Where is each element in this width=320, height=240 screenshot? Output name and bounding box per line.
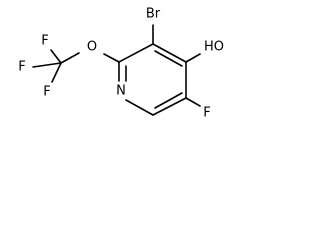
atom-fluorine-left: F bbox=[18, 60, 25, 75]
chemical-structure: Br HO F N O F F F bbox=[18, 7, 224, 121]
bond-c4-oh bbox=[185, 53, 201, 63]
bond-c3-c4-double bbox=[154, 50, 183, 67]
bond-cf3-f-bottom bbox=[51, 62, 62, 83]
bond-n-c6 bbox=[125, 99, 154, 116]
bond-c2-o bbox=[103, 53, 120, 63]
bond-c6-c5 bbox=[152, 97, 187, 116]
atom-labels: Br HO F N O F F F bbox=[18, 7, 224, 121]
atom-hydroxyl: HO bbox=[204, 40, 224, 55]
bond-c6-c5-double bbox=[154, 92, 183, 109]
atom-nitrogen: N bbox=[116, 84, 126, 99]
bonds bbox=[32, 24, 201, 116]
bond-c3-c4 bbox=[152, 43, 187, 63]
atom-fluorine-bottom: F bbox=[43, 85, 50, 100]
atom-oxygen: O bbox=[87, 40, 97, 55]
bond-c5-f bbox=[185, 97, 201, 107]
atom-fluorine-ring: F bbox=[203, 106, 210, 121]
bond-cf3-f-left bbox=[32, 62, 62, 68]
atom-fluorine-top: F bbox=[41, 34, 48, 49]
bond-c3-c2 bbox=[118, 43, 154, 63]
atom-bromine: Br bbox=[146, 7, 161, 22]
bond-o-cf3 bbox=[60, 52, 80, 64]
bond-cf3-f-top bbox=[50, 49, 62, 64]
